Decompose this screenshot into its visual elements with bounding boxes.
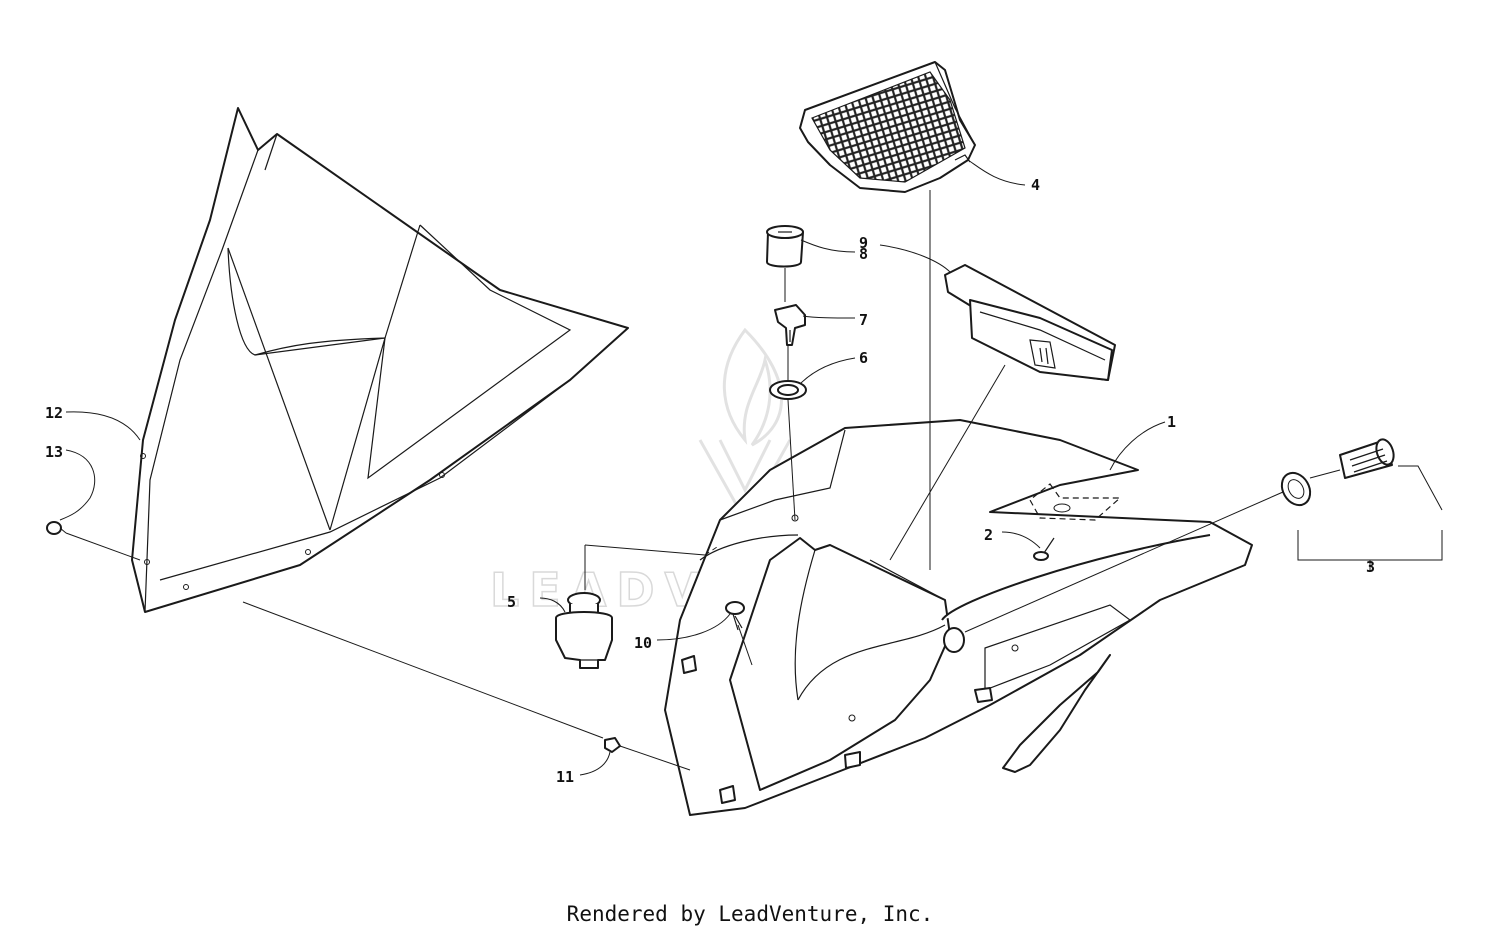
callout-7: 7 [859, 311, 868, 329]
callout-13: 13 [45, 443, 63, 461]
gauge-display [944, 264, 1116, 381]
footer-credit: Rendered by LeadVenture, Inc. [566, 902, 934, 926]
callout-12: 12 [45, 404, 63, 422]
callout-2: 2 [984, 526, 993, 544]
clip-nut-11 [604, 737, 621, 753]
storage-tray [799, 61, 976, 193]
callout-11: 11 [556, 768, 574, 786]
hood [664, 419, 1253, 816]
rivet-13 [46, 521, 67, 535]
leader-lines [59, 159, 1443, 776]
screw-10 [725, 601, 745, 631]
switch-5 [555, 592, 613, 669]
windshield [131, 107, 629, 613]
power-outlet [1280, 438, 1395, 507]
callout-3: 3 [1366, 558, 1375, 576]
callout-5: 5 [507, 593, 516, 611]
ignition-bezel [769, 380, 807, 400]
callout-6: 6 [859, 349, 868, 367]
callout-labels: 1 2 3 4 5 6 7 8 9 10 11 12 13 [45, 176, 1375, 786]
callout-9: 9 [859, 234, 868, 252]
ignition-key [774, 304, 806, 346]
callout-4: 4 [1031, 176, 1040, 194]
callout-1: 1 [1167, 413, 1176, 431]
callout-8: 8 [859, 245, 868, 263]
callout-10: 10 [634, 634, 652, 652]
screw-2 [1033, 537, 1055, 561]
ignition-cap [766, 225, 804, 268]
